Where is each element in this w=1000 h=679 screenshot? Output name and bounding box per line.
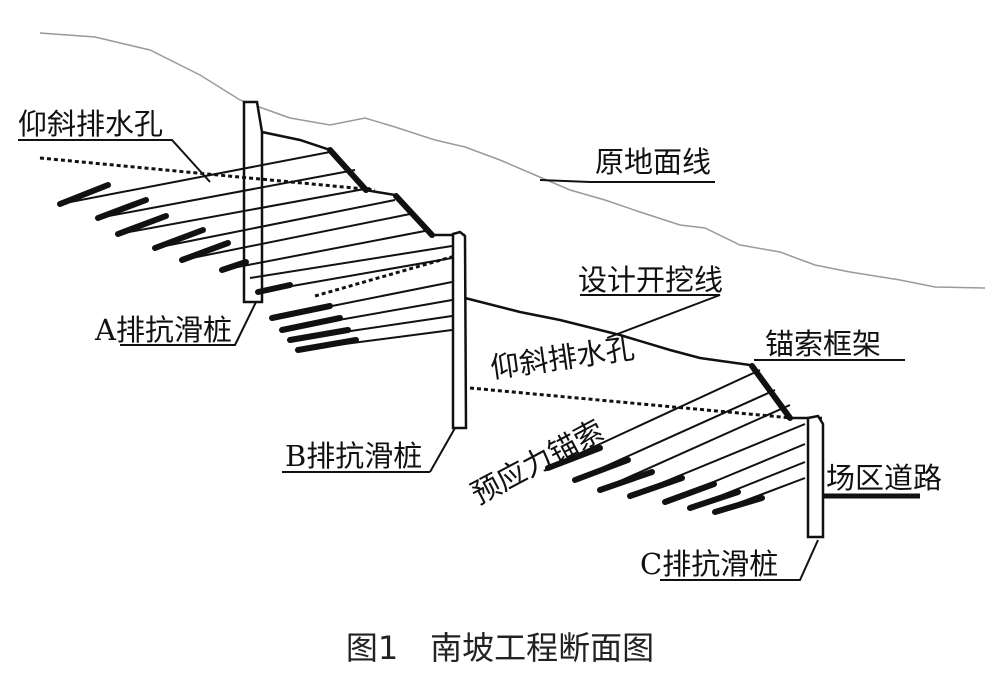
label-drain-hole-lower: 仰斜排水孔 (488, 331, 636, 385)
middle-drain-hole (314, 254, 456, 298)
figure-caption: 图1 南坡工程断面图 (346, 629, 654, 667)
label-site-road: 场区道路 (826, 461, 942, 495)
pile-row-b (451, 230, 468, 430)
upper-anchor-cables (59, 151, 453, 279)
label-pile-row-c: C排抗滑桩 (640, 547, 778, 581)
label-design-excavation-line: 设计开挖线 (578, 263, 723, 297)
original-ground-line (39, 32, 986, 289)
label-drain-hole-upper: 仰斜排水孔 (18, 107, 163, 141)
label-pile-row-a: A排抗滑桩 (94, 313, 232, 347)
pile-row-c (806, 414, 825, 539)
lower-drain-hole (469, 386, 793, 420)
label-anchor-frame: 锚索框架 (765, 327, 881, 361)
leader-lines (18, 139, 905, 581)
lower-anchor-heads (545, 445, 765, 515)
upper-drain-hole (39, 156, 376, 192)
label-pile-row-b: B排抗滑桩 (285, 439, 422, 473)
pile-row-a (242, 100, 264, 304)
label-prestressed-anchor: 预应力锚索 (465, 413, 609, 511)
upper-anchor-heads (57, 182, 249, 273)
middle-anchor-heads (255, 282, 359, 353)
label-original-ground-line: 原地面线 (595, 145, 711, 179)
